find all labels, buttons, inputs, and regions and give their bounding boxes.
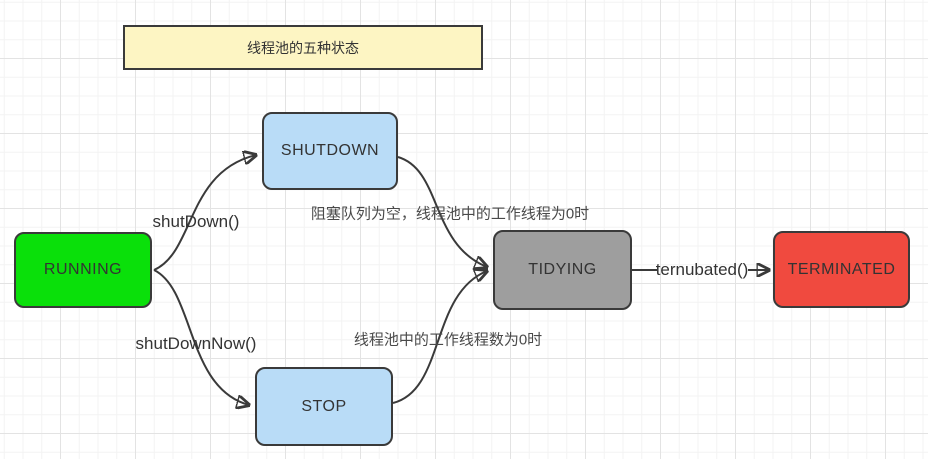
title-box: 线程池的五种状态: [123, 25, 483, 70]
title-label: 线程池的五种状态: [247, 39, 359, 56]
state-shutdown-label: SHUTDOWN: [280, 142, 380, 159]
state-tidying-label: TIDYING: [528, 261, 597, 278]
state-stop: STOP: [255, 367, 393, 446]
edge-label-shutdown-call: shutDown(): [152, 212, 240, 231]
state-terminated-label: TERMINATED: [787, 260, 896, 278]
state-running-label: RUNNING: [43, 261, 123, 278]
edge-stop-to-tidying: [392, 271, 487, 404]
state-running: RUNNING: [14, 232, 152, 308]
edge-label-terminated-call: ternubated(): [655, 260, 749, 279]
edge-label-queue-empty-condition: 阻塞队列为空，线程池中的工作线程为0时: [310, 205, 590, 223]
edge-label-worker-zero-condition: 线程池中的工作线程数为0时: [353, 331, 543, 349]
state-terminated: TERMINATED: [773, 231, 910, 308]
edge-label-shutdown-now-call: shutDownNow(): [135, 334, 257, 353]
state-shutdown: SHUTDOWN: [262, 112, 398, 190]
edge-shutdown-to-tidying: [397, 156, 487, 267]
edge-running-to-stop: [153, 269, 249, 405]
state-tidying: TIDYING: [493, 230, 632, 310]
state-stop-label: STOP: [301, 397, 347, 415]
edge-running-to-shutdown: [153, 155, 256, 271]
